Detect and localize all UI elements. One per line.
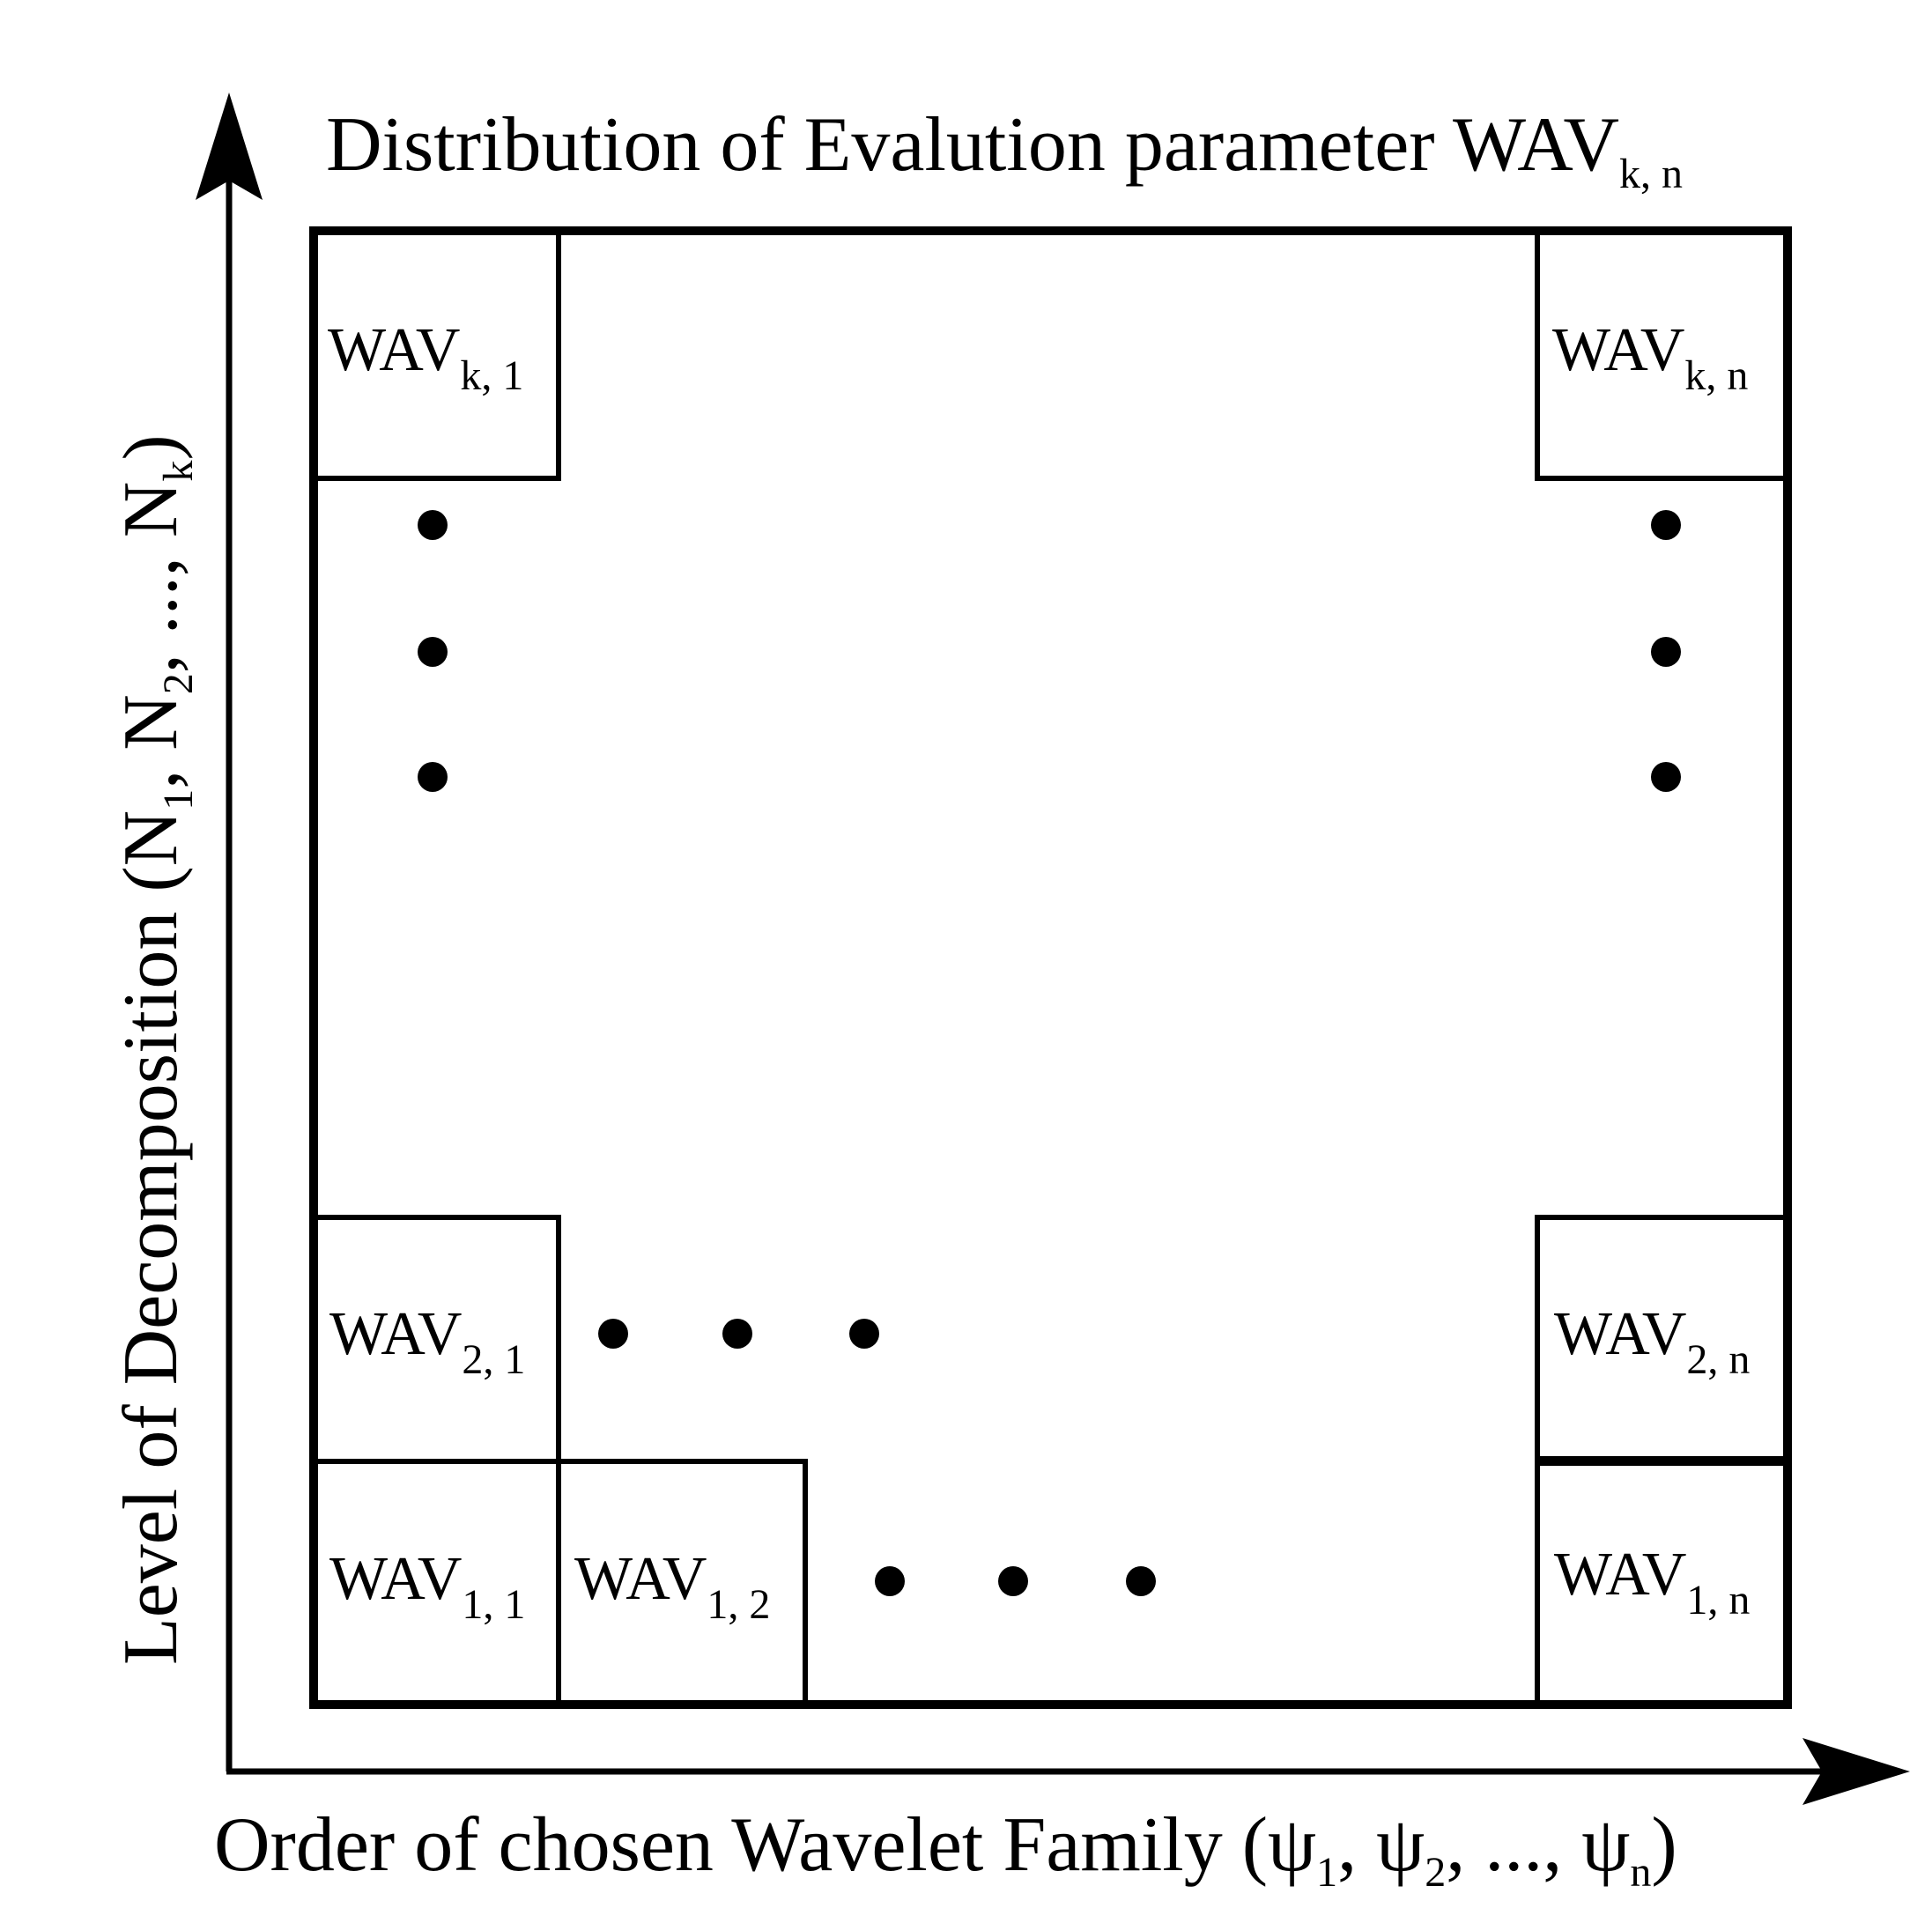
ellipsis-left-column xyxy=(418,510,448,792)
cell-wav-2-1: WAV2, 1 xyxy=(311,1215,561,1464)
cell-wav-1-n: WAV1, n xyxy=(1535,1461,1790,1707)
cell-wav-2-n: WAV2, n xyxy=(1535,1215,1790,1461)
svg-text:WAV1, 1: WAV1, 1 xyxy=(329,1545,525,1628)
svg-text:WAV2, 1: WAV2, 1 xyxy=(329,1300,525,1383)
y-axis-arrow-icon xyxy=(196,92,263,200)
y-axis-label: Level of Decomposition (N1, N2, ..., Nk) xyxy=(108,434,202,1665)
diagram-title: Distribution of Evalution parameter WAVk… xyxy=(326,102,1683,197)
svg-text:WAV1, n: WAV1, n xyxy=(1554,1541,1750,1623)
svg-text:WAVk, 1: WAVk, 1 xyxy=(328,316,523,399)
svg-text:WAV2, n: WAV2, n xyxy=(1554,1300,1750,1383)
cell-wav-1-2: WAV1, 2 xyxy=(556,1459,808,1707)
cell-wav-k-n: WAVk, n xyxy=(1535,228,1790,481)
ellipsis-row-2 xyxy=(598,1319,879,1349)
x-axis-arrow-icon xyxy=(1802,1738,1910,1805)
ellipsis-right-column xyxy=(1651,510,1681,792)
svg-text:WAV1, 2: WAV1, 2 xyxy=(574,1545,770,1628)
cell-wav-k-1: WAVk, 1 xyxy=(311,228,561,481)
matrix-outer-box xyxy=(309,226,1792,1709)
cell-wav-1-1: WAV1, 1 xyxy=(311,1459,561,1707)
x-axis-label: Order of chosen Wavelet Family (ψ1, ψ2, … xyxy=(214,1802,1677,1896)
svg-text:WAVk, n: WAVk, n xyxy=(1552,316,1748,399)
ellipsis-row-1 xyxy=(875,1566,1156,1596)
